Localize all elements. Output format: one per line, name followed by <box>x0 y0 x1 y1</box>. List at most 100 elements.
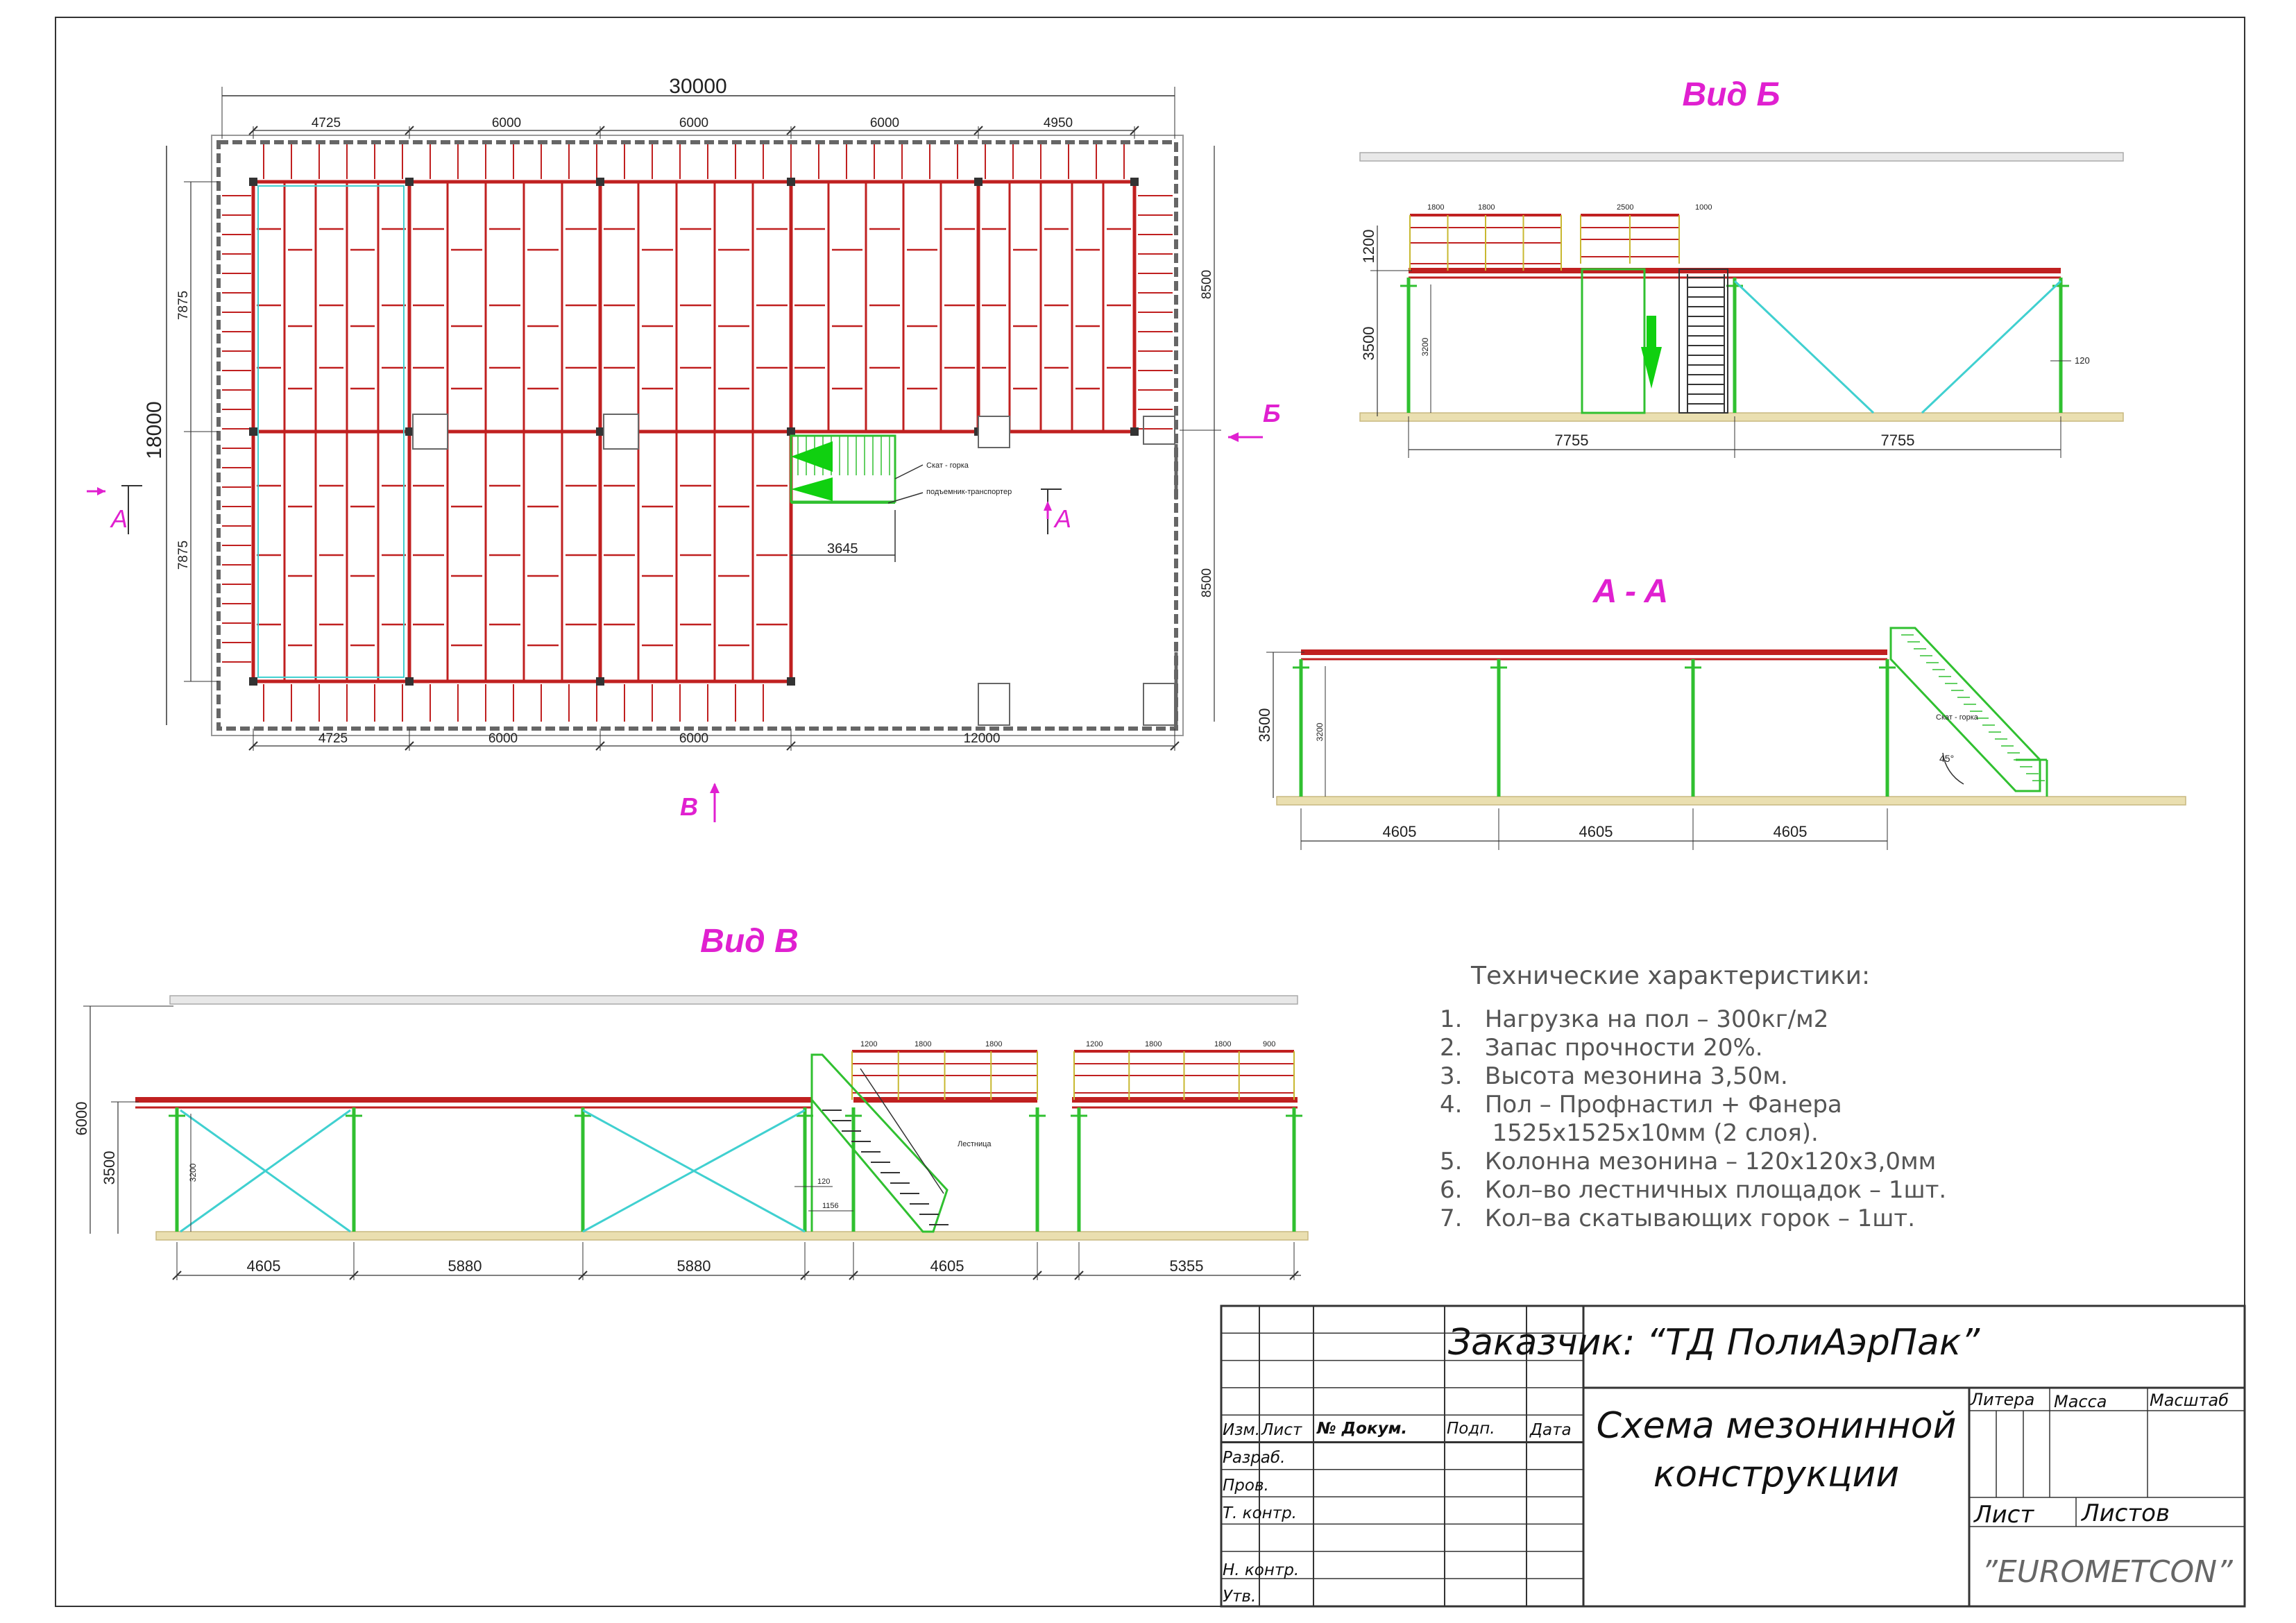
tb-name-line1: Схема мезонинной <box>1597 1405 1957 1447</box>
view-v-stair-note: Лестница <box>958 1140 992 1148</box>
spec-item-3: 3. Высота мезонина 3,50м. <box>1440 1062 1788 1090</box>
tb-masshtab: Масштаб <box>2150 1391 2229 1410</box>
plan-left-span-1: 7875 <box>176 291 191 320</box>
plan-left-span-2: 7875 <box>176 541 191 570</box>
specs-title: Технические характеристики: <box>1470 962 1870 990</box>
spec-item-5: 1525х1525х10мм (2 слоя). <box>1440 1119 1819 1147</box>
tb-tkontr: Т. контр. <box>1223 1504 1297 1522</box>
spec-item-2: 2. Запас прочности 20%. <box>1440 1034 1763 1062</box>
view-b: Вид Б 7755 7755 1200 3500 3200 120 1800 … <box>1359 76 2124 458</box>
spec-item-7: 6. Кол–во лестничных площадок – 1шт. <box>1440 1176 1946 1204</box>
view-b-inner-height: 3200 <box>1420 337 1430 356</box>
tb-litera: Литера <box>1970 1390 2034 1409</box>
plan-post <box>603 414 639 450</box>
plan-top-span-3: 6000 <box>679 116 708 130</box>
title-block: Заказчик: “ТД ПолиАэрПак” Схема мезонинн… <box>1220 1305 2246 1608</box>
section-aa: A - A Скат - горка 45° 4605 4605 4605 35… <box>1256 573 2186 850</box>
tb-name-line2: конструкции <box>1653 1454 1899 1495</box>
tech-specs: Технические характеристики: 1. Нагрузка … <box>1440 962 1946 1232</box>
view-b-rail-3: 2500 <box>1617 203 1633 212</box>
view-v-span-5: 5355 <box>1170 1257 1204 1275</box>
plan-bracing <box>257 185 405 678</box>
plan-overall-height: 18000 <box>143 401 166 459</box>
plan-bottom-span-4: 12000 <box>964 731 1001 746</box>
spec-item-6: 5. Колонна мезонина – 120х120х3,0мм <box>1440 1148 1936 1175</box>
tb-izm: Изм. <box>1223 1421 1260 1439</box>
marker-a-right-label: A <box>1053 504 1071 533</box>
plan-column <box>596 178 604 186</box>
plan-lift-note: подъемник-транспортер <box>926 488 1012 496</box>
tb-podp: Подп. <box>1447 1420 1495 1438</box>
view-v-span-2: 5880 <box>448 1257 482 1275</box>
section-aa-inner-height: 3200 <box>1315 722 1325 741</box>
plan-column <box>596 677 604 686</box>
plan-stair-dim: 3645 <box>827 541 858 556</box>
view-marker-v: В <box>680 783 720 822</box>
section-aa-span-3: 4605 <box>1774 823 1808 840</box>
plan-top-span-2: 6000 <box>492 116 521 130</box>
view-v-height-1: 6000 <box>73 1102 90 1136</box>
plan-column <box>1130 427 1139 436</box>
view-b-height-2: 3500 <box>1360 327 1377 361</box>
plan-overall-width: 30000 <box>669 75 726 98</box>
section-aa-span-1: 4605 <box>1383 823 1417 840</box>
view-v-rail1-3: 1800 <box>985 1040 1002 1048</box>
tb-prov: Пров. <box>1223 1477 1269 1495</box>
view-v-rail1-1: 1200 <box>860 1040 877 1048</box>
plan-post <box>412 414 448 450</box>
view-v-title: Вид В <box>700 923 799 960</box>
view-v-rail2-1: 1200 <box>1086 1040 1103 1048</box>
section-aa-height: 3500 <box>1256 708 1273 742</box>
view-b-span-2: 7755 <box>1881 432 1915 449</box>
plan-column <box>405 427 414 436</box>
view-b-height-1: 1200 <box>1360 230 1377 264</box>
plan-column <box>974 178 983 186</box>
plan-top-span-1: 4725 <box>312 116 341 130</box>
plan-column <box>405 677 414 686</box>
view-v-span-1: 4605 <box>247 1257 281 1275</box>
section-aa-angle: 45° <box>1939 753 1954 764</box>
plan-bottom-span-3: 6000 <box>679 731 708 746</box>
spec-item-8: 7. Кол–ва скатывающих горок – 1шт. <box>1440 1205 1915 1232</box>
tb-dokum: № Докум. <box>1316 1420 1407 1438</box>
view-v-rail1-2: 1800 <box>915 1040 931 1048</box>
section-aa-title: A - A <box>1592 573 1668 610</box>
plan-column <box>249 677 257 686</box>
tb-list: Лист <box>1973 1501 2034 1529</box>
tb-listov: Листов <box>2080 1499 2170 1527</box>
view-v-height-2: 3500 <box>101 1151 118 1185</box>
view-v-inner-height: 3200 <box>188 1163 198 1182</box>
tb-massa: Масса <box>2054 1392 2107 1411</box>
view-v-span-3: 5880 <box>677 1257 711 1275</box>
plan-column <box>787 178 795 186</box>
plan-stair: Скат - горка подъемник-транспортер 3645 <box>790 434 1012 562</box>
section-aa-stair-note: Скат - горка <box>1936 713 1979 722</box>
plan-top-span-5: 4950 <box>1044 116 1073 130</box>
plan-column <box>405 178 414 186</box>
tb-data: Дата <box>1529 1421 1572 1439</box>
plan-column <box>787 677 795 686</box>
section-marker-a-right: A <box>1041 488 1071 534</box>
view-b-title: Вид Б <box>1683 76 1780 113</box>
tb-company: ”EUROMETCON” <box>1982 1554 2234 1590</box>
view-v-stair-leader <box>860 1068 944 1194</box>
tb-razrab: Разраб. <box>1223 1449 1285 1467</box>
floor-plan: Скат - горка подъемник-транспортер 3645 … <box>87 75 1281 822</box>
view-v-small-dim-2: 1156 <box>822 1202 839 1210</box>
view-b-column: 120 <box>2075 355 2090 366</box>
tb-nkontr: Н. контр. <box>1223 1561 1299 1579</box>
view-b-rail-1: 1800 <box>1427 203 1444 212</box>
plan-top-span-4: 6000 <box>870 116 899 130</box>
spec-item-1: 1. Нагрузка на пол – 300кг/м2 <box>1440 1005 1828 1033</box>
view-v-span-4: 4605 <box>930 1257 964 1275</box>
plan-column <box>787 427 795 436</box>
plan-slide-note: Скат - горка <box>926 461 969 470</box>
view-marker-b: Б <box>1228 399 1281 442</box>
view-v-small-dim-1: 120 <box>817 1178 830 1186</box>
tb-customer: Заказчик: “ТД ПолиАэрПак” <box>1448 1322 1980 1363</box>
plan-right-span-2: 8500 <box>1200 568 1214 597</box>
plan-post <box>978 416 1010 448</box>
view-b-rail-4: 1000 <box>1695 203 1712 212</box>
view-v: Вид В Лестница 120 1156 4605 5880 5880 4… <box>73 923 1309 1280</box>
